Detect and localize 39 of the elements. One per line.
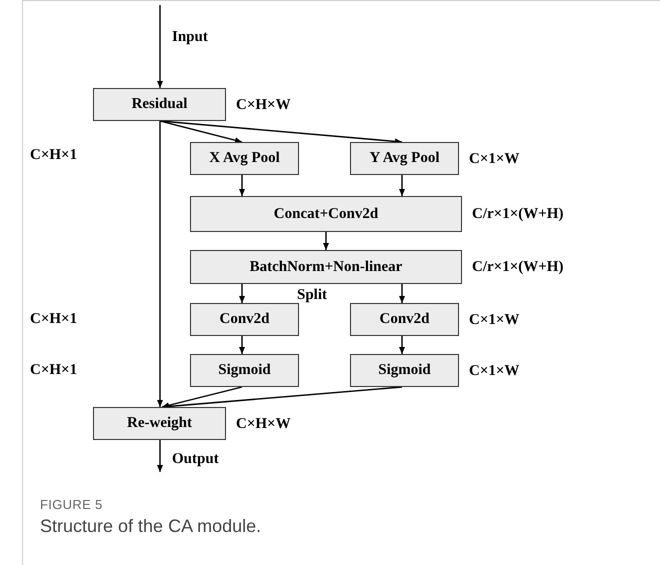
process-box: Conv2d	[350, 303, 459, 336]
dimension-label: C×H×W	[236, 98, 291, 112]
arrow	[239, 284, 245, 303]
dimension-label: C×1×W	[469, 364, 520, 378]
arrow	[160, 120, 242, 144]
arrow	[157, 440, 163, 472]
dimension-label: C×1×W	[469, 152, 520, 166]
figure-number: FIGURE 5	[40, 498, 103, 511]
process-box: Sigmoid	[350, 354, 459, 387]
dimension-label: C×H×W	[236, 416, 291, 432]
caption: Structure of the CA module.	[40, 515, 262, 538]
arrow	[239, 175, 245, 196]
arrow	[162, 386, 402, 410]
process-box: X Avg Pool	[190, 142, 299, 175]
arrow	[162, 386, 242, 408]
process-box: Y Avg Pool	[350, 142, 459, 175]
arrow	[160, 120, 402, 144]
arrow	[157, 5, 163, 88]
edge-label: Input	[172, 30, 208, 45]
arrow	[399, 284, 405, 303]
dimension-label: C×H×1	[30, 148, 78, 163]
dimension-label: C×H×1	[30, 363, 78, 378]
process-box: BatchNorm+Non-linear	[190, 250, 462, 284]
dimension-label: C/r×1×(W+H)	[472, 260, 564, 275]
arrow	[239, 336, 245, 354]
dimension-label: C×H×1	[30, 312, 78, 327]
process-box: Residual	[93, 88, 226, 121]
edge-label: Output	[172, 452, 219, 467]
arrow	[399, 175, 405, 196]
dimension-label: C/r×1×(W+H)	[472, 207, 564, 222]
process-box: Concat+Conv2d	[190, 196, 462, 232]
process-box: Conv2d	[190, 303, 299, 336]
arrow	[157, 121, 163, 407]
dimension-label: Split	[297, 288, 327, 303]
arrow	[323, 232, 329, 250]
process-box: Sigmoid	[190, 354, 299, 387]
dimension-label: C×1×W	[469, 312, 520, 328]
process-box: Re-weight	[93, 407, 226, 440]
arrow	[399, 336, 405, 354]
